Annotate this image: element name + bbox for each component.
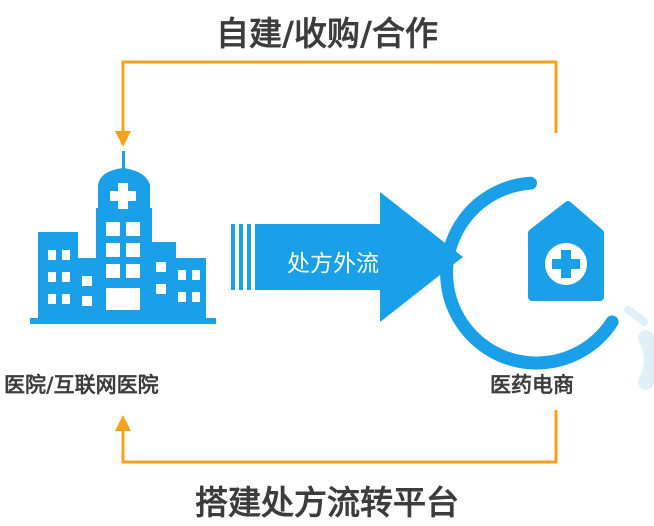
bottom-flow-arrowhead [115, 415, 131, 431]
hospital-label: 医院/互联网医院 [4, 373, 159, 397]
bottom-flow-connector [115, 410, 558, 464]
bottom-flow-label: 搭建处方流转平台 [195, 483, 459, 522]
right-arrow-icon [231, 192, 463, 322]
pharmacy-home-icon [440, 176, 619, 370]
top-flow-arrowhead [115, 131, 131, 147]
pharmacy-label: 医药电商 [490, 373, 574, 397]
top-flow-connector [115, 60, 558, 147]
hospital-building-icon [30, 151, 216, 324]
center-arrow-label: 处方外流 [287, 251, 379, 277]
decorative-arcs [624, 306, 654, 390]
top-flow-label: 自建/收购/合作 [215, 14, 439, 53]
